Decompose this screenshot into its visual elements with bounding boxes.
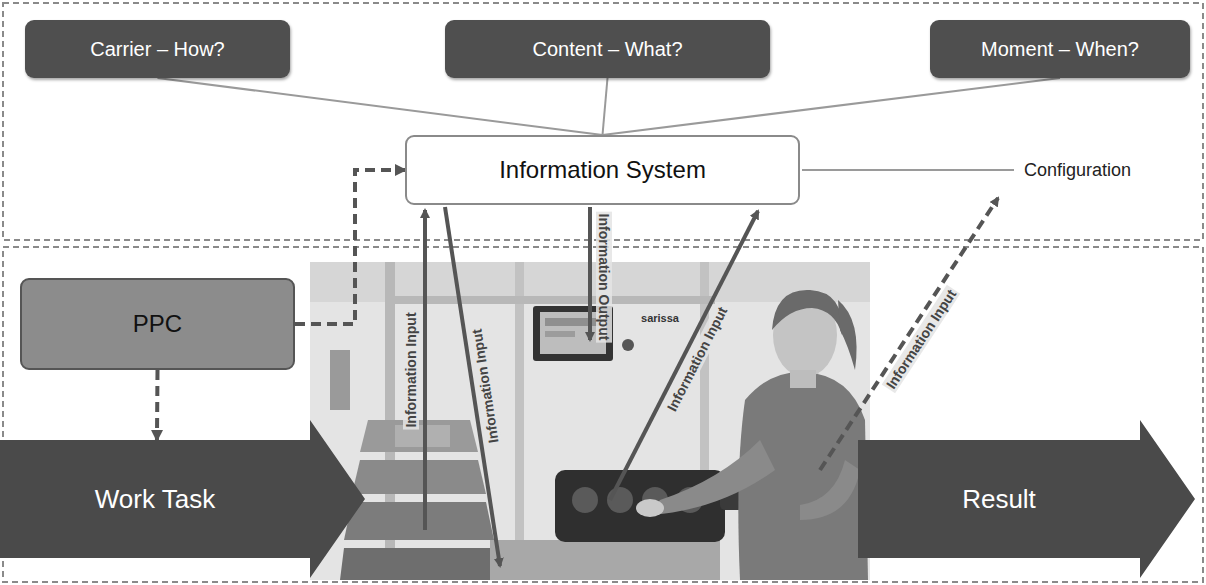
question-box: Moment – When? bbox=[930, 20, 1190, 78]
question-box: Content – What? bbox=[445, 20, 770, 78]
connector bbox=[603, 78, 608, 135]
flow-label: Information Input bbox=[403, 310, 419, 429]
system-box: Information System bbox=[405, 135, 800, 205]
logo-text: sarissa bbox=[640, 312, 680, 324]
question-box: Carrier – How? bbox=[25, 20, 290, 78]
node-text: Content – What? bbox=[532, 38, 682, 61]
configuration-leader bbox=[802, 169, 1014, 171]
node-text: PPC bbox=[133, 310, 182, 338]
flow-label: Information Output bbox=[596, 212, 612, 343]
node-text: Carrier – How? bbox=[90, 38, 224, 61]
flow-label: Information Input bbox=[882, 285, 961, 393]
node-text: Result bbox=[962, 484, 1036, 515]
output-arrow: Result bbox=[858, 420, 1195, 578]
input-arrow: Work Task bbox=[0, 420, 365, 578]
connector bbox=[158, 78, 603, 135]
connector bbox=[155, 370, 160, 440]
connector bbox=[603, 78, 1061, 135]
ppc-box: PPC bbox=[20, 278, 295, 370]
node-text: Information System bbox=[499, 156, 706, 184]
node-text: Work Task bbox=[95, 484, 215, 515]
node-text: Moment – When? bbox=[981, 38, 1139, 61]
configuration-label: Configuration bbox=[1022, 160, 1133, 181]
connector bbox=[295, 170, 405, 324]
top-region bbox=[3, 3, 1203, 240]
